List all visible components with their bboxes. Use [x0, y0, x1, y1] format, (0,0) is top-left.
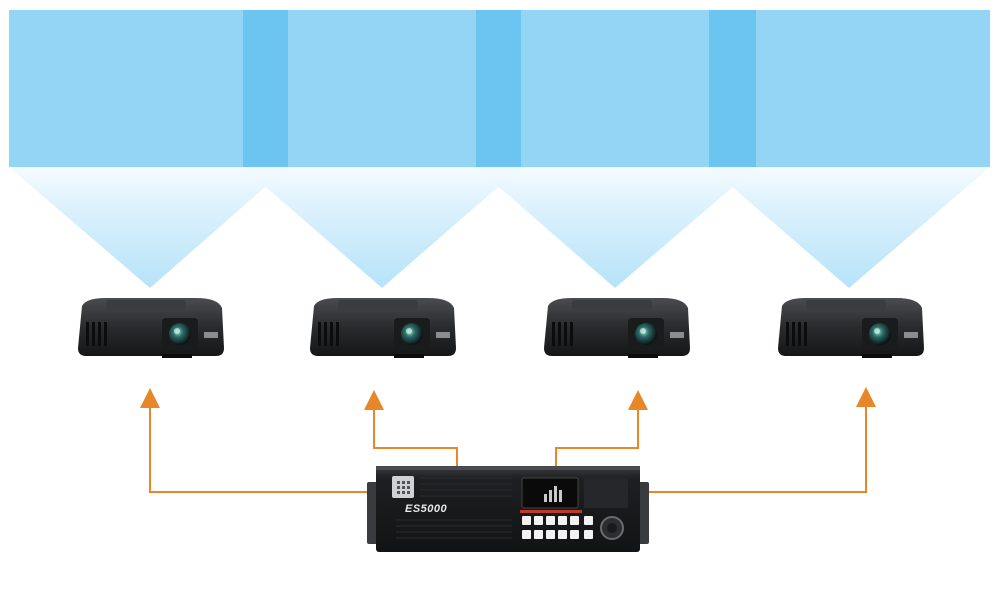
processor-device: [367, 466, 649, 552]
brand-badge: [204, 332, 218, 338]
connection-arrow-1: [140, 388, 370, 493]
connection-arrow-2: [364, 390, 458, 466]
projector-2: [310, 298, 456, 358]
light-beams: [9, 167, 990, 288]
beam-4: [709, 167, 990, 288]
connection-arrow-3: [555, 390, 648, 466]
projection-screen: [9, 10, 990, 167]
front-panel-ridges: [396, 477, 512, 539]
projector-top-panel: [106, 300, 186, 310]
device-model-label: ES5000: [405, 503, 448, 515]
control-keypad: [522, 516, 593, 539]
beam-3: [476, 167, 756, 288]
vent-grille: [86, 322, 107, 346]
display-logo-icon: [544, 486, 562, 502]
signal-connections: [140, 387, 876, 493]
projector-3: [544, 298, 690, 358]
overlap-zone-1: [243, 10, 288, 167]
overlap-zone-2: [476, 10, 521, 167]
overlap-zone-3: [709, 10, 756, 167]
beam-1: [9, 167, 288, 288]
projector-foot: [162, 354, 192, 358]
projector-1: [78, 298, 224, 358]
beam-2: [243, 167, 521, 288]
front-display-bezel: [584, 478, 628, 508]
lens-icon: [169, 323, 191, 345]
projector-4: [778, 298, 924, 358]
connection-arrow-4: [646, 387, 876, 493]
